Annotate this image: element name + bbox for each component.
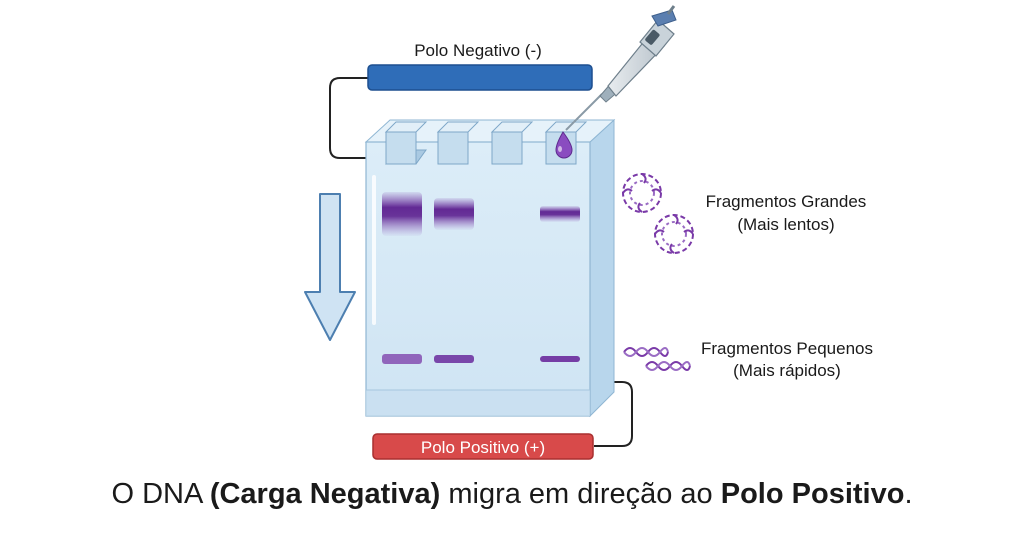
large-fragments-label: Fragmentos Grandes [706,192,867,211]
band-lane4-small [540,356,580,362]
positive-wire [594,381,633,447]
negative-pole-electrode [367,64,593,91]
band-lane2-small [434,355,474,363]
band-lane4-large [540,206,580,222]
large-fragments-sublabel: (Mais lentos) [737,215,834,234]
positive-pole-electrode [372,433,594,460]
caption-text-3: . [904,478,913,510]
band-lane2-large [434,198,474,230]
caption-text-2: migra em direção ao [440,478,721,510]
migration-arrow-icon [304,193,356,341]
small-fragments-label: Fragmentos Pequenos [701,339,873,358]
micropipette-icon [565,5,677,131]
negative-wire [329,77,370,159]
band-lane1-small [382,354,422,364]
caption-bold-2: Polo Positivo [720,478,905,510]
large-fragment-bands [382,192,580,236]
well-1 [384,121,428,165]
dna-helix-icon [623,347,691,371]
small-fragments-sublabel: (Mais rápidos) [733,361,841,380]
caption: O DNA (Carga Negativa) migra em direção … [0,478,1024,511]
positive-pole-label: Polo Positivo (+) [421,438,545,457]
circular-dna-icon [622,173,694,254]
gel-side-face [589,118,615,418]
well-3 [490,121,534,165]
gel-wells [384,121,588,165]
small-fragment-bands [382,354,580,364]
gel-base [366,390,590,416]
negative-pole-label: Polo Negativo (-) [414,41,542,60]
caption-text-1: O DNA [111,478,210,510]
gel-slab [365,141,591,417]
well-2 [436,121,480,165]
band-lane1-large [382,192,422,236]
caption-bold-1: (Carga Negativa) [209,478,441,510]
